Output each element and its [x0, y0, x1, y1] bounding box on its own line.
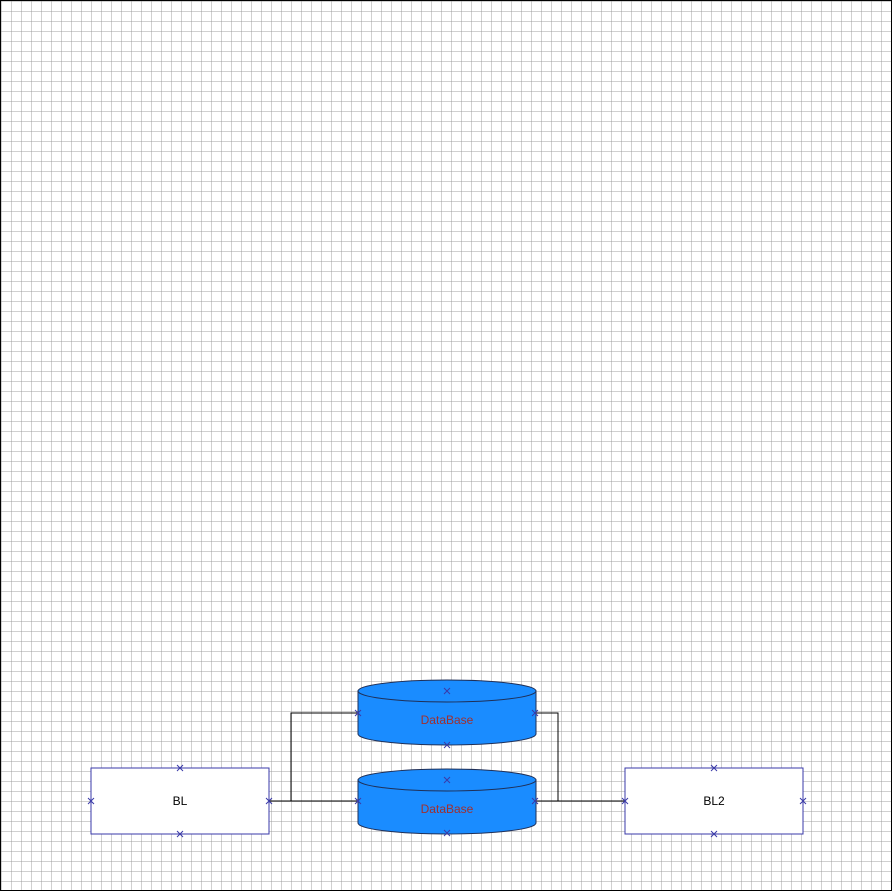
- node-db-bottom[interactable]: DataBase: [357, 768, 537, 835]
- port-marker-icon[interactable]: [354, 709, 362, 717]
- port-marker-icon[interactable]: [710, 764, 718, 772]
- node-bl2[interactable]: BL2: [624, 767, 804, 835]
- port-marker-icon[interactable]: [265, 797, 273, 805]
- port-marker-icon[interactable]: [531, 797, 539, 805]
- node-db-top[interactable]: DataBase: [357, 679, 537, 746]
- bl-box: [90, 767, 270, 835]
- port-marker-icon[interactable]: [87, 797, 95, 805]
- connector-db-top-to-bl2[interactable]: [535, 712, 625, 802]
- port-marker-icon[interactable]: [443, 776, 451, 784]
- node-bl[interactable]: BL: [90, 767, 270, 835]
- bl2-label: BL2: [703, 794, 725, 808]
- port-marker-icon[interactable]: [176, 764, 184, 772]
- db-bottom-body: [357, 779, 537, 835]
- port-marker-icon[interactable]: [176, 830, 184, 838]
- connection-ports: [87, 687, 807, 838]
- bl-label: BL: [173, 794, 188, 808]
- port-marker-icon[interactable]: [531, 709, 539, 717]
- port-marker-icon[interactable]: [799, 797, 807, 805]
- db-top-body: [357, 690, 537, 746]
- db-top-label: DataBase: [421, 713, 474, 727]
- db-bottom-label: DataBase: [421, 802, 474, 816]
- port-marker-icon[interactable]: [621, 797, 629, 805]
- port-marker-icon[interactable]: [443, 741, 451, 749]
- port-marker-icon[interactable]: [443, 687, 451, 695]
- port-marker-icon[interactable]: [710, 830, 718, 838]
- connector-bl-to-db-top[interactable]: [269, 712, 357, 802]
- port-marker-icon[interactable]: [443, 829, 451, 837]
- port-marker-icon[interactable]: [354, 797, 362, 805]
- connectors: [269, 712, 625, 802]
